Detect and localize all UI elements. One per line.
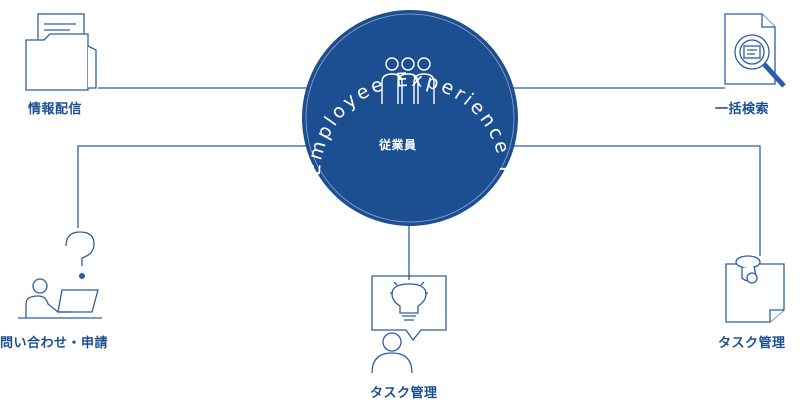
pinned-note-icon bbox=[725, 255, 785, 323]
node-label-bottom-right: タスク管理 bbox=[718, 336, 786, 351]
line-bottom-right bbox=[502, 145, 761, 256]
line-bottom-left bbox=[77, 145, 318, 228]
person-question-laptop-icon bbox=[18, 231, 102, 319]
lightbulb-person-icon bbox=[371, 275, 447, 374]
employees-icon bbox=[381, 57, 435, 104]
node-label-bottom-center: タスク管理 bbox=[370, 386, 438, 401]
node-label-bottom-left: 問い合わせ・申請 bbox=[0, 336, 109, 351]
node-label-top-right: 一括検索 bbox=[715, 102, 770, 117]
center-label: 従業員 bbox=[379, 138, 417, 152]
node-label-top-left: 情報配信 bbox=[28, 102, 83, 117]
document-search-icon bbox=[724, 13, 786, 88]
folder-icon bbox=[25, 13, 97, 91]
connector-lines bbox=[77, 87, 761, 276]
